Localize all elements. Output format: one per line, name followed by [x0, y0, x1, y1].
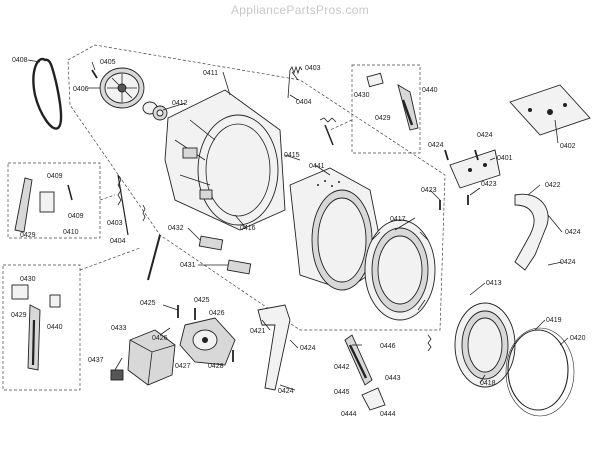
label-0413: 0413 [486, 280, 502, 287]
heater [226, 259, 252, 275]
label-0403-top: 0403 [305, 65, 321, 72]
balance-weight [514, 193, 549, 271]
screw-0424b [474, 149, 479, 161]
label-0426-a: 0426 [209, 310, 225, 317]
label-0426-b: 0426 [152, 335, 168, 342]
label-0437: 0437 [88, 357, 104, 364]
label-0415: 0415 [284, 152, 300, 159]
leader-lines [27, 59, 569, 391]
drive-belt [32, 57, 63, 130]
label-0418: 0418 [480, 380, 496, 387]
heater-bracket [198, 235, 224, 251]
label-0430-top: 0430 [354, 92, 370, 99]
clamp-0420 [505, 327, 575, 417]
damper-top-right [366, 72, 419, 131]
clamp-0419 [507, 329, 569, 411]
label-0429-top: 0429 [375, 115, 391, 122]
leader-dash-1 [99, 194, 116, 201]
label-0409-a: 0409 [47, 173, 63, 180]
label-0433: 0433 [111, 325, 127, 332]
hook-0415 [319, 117, 337, 123]
label-0419: 0419 [546, 317, 562, 324]
label-0442: 0442 [334, 364, 350, 371]
label-0441: 0441 [309, 163, 325, 170]
rear-tub [164, 89, 286, 231]
label-0424-e: 0424 [300, 345, 316, 352]
motor [179, 317, 236, 366]
upper-damper-box [351, 64, 421, 154]
leader-dash-3 [329, 119, 353, 131]
label-0423-b: 0423 [481, 181, 497, 188]
label-0440-top: 0440 [422, 87, 438, 94]
label-0424-a: 0424 [477, 132, 493, 139]
top-bracket [449, 149, 501, 189]
label-0446: 0446 [380, 343, 396, 350]
drum-assembly-outline [67, 44, 446, 331]
label-0404-top: 0404 [296, 99, 312, 106]
label-0401: 0401 [497, 155, 513, 162]
label-0428: 0428 [208, 363, 224, 370]
bracket-plate [509, 84, 591, 136]
label-0404-left: 0404 [110, 238, 126, 245]
inner-drum [289, 167, 386, 291]
spring-top [289, 65, 303, 75]
label-0432: 0432 [168, 225, 184, 232]
screw-0424a [444, 149, 449, 161]
label-0440-lower: 0440 [47, 324, 63, 331]
watermark: AppliancePartsPros.com [231, 3, 369, 17]
label-0408: 0408 [12, 57, 28, 64]
label-0431: 0431 [180, 262, 196, 269]
spring-left-2 [142, 204, 146, 222]
label-0424-c: 0424 [565, 229, 581, 236]
left-damper-box [7, 162, 101, 239]
label-0422: 0422 [545, 182, 561, 189]
label-0416: 0416 [240, 225, 256, 232]
label-0402: 0402 [560, 143, 576, 150]
door-gasket [454, 302, 516, 388]
spring-0424f [427, 334, 432, 352]
label-0445: 0445 [334, 389, 350, 396]
bearing [142, 101, 168, 121]
spring-left-rod [117, 174, 129, 236]
label-0410: 0410 [63, 229, 79, 236]
label-0443: 0443 [385, 375, 401, 382]
bracket-0421 [257, 304, 291, 391]
label-0429-lower: 0429 [11, 312, 27, 319]
label-0421: 0421 [250, 328, 266, 335]
spring-rod [287, 69, 291, 99]
label-0417: 0417 [390, 216, 406, 223]
bolt-0405 [91, 69, 98, 79]
label-0420: 0420 [570, 335, 586, 342]
label-0403-left: 0403 [107, 220, 123, 227]
drum-pulley [99, 67, 145, 109]
hook-rod [324, 124, 334, 146]
label-0425-a: 0425 [140, 300, 156, 307]
callout-labels: 0408 0405 0406 0411 0412 0403 0404 0430 … [11, 57, 586, 418]
label-0423-a: 0423 [421, 187, 437, 194]
lower-damper-box [2, 264, 81, 391]
damper-bottom [344, 334, 386, 411]
damper-left [14, 177, 73, 233]
label-0424-b: 0424 [428, 142, 444, 149]
label-0405: 0405 [100, 59, 116, 66]
inverter-module [127, 329, 176, 386]
rod-0404b [147, 234, 161, 281]
label-0406: 0406 [73, 86, 89, 93]
damper-lower [11, 284, 61, 371]
label-0409-b: 0409 [68, 213, 84, 220]
label-0425-b: 0425 [194, 297, 210, 304]
label-0411: 0411 [203, 70, 218, 77]
label-0444-b: 0444 [380, 411, 396, 418]
connector-0437 [110, 369, 124, 381]
label-0444-a: 0444 [341, 411, 357, 418]
label-0424-d: 0424 [560, 259, 576, 266]
label-0424-f: 0424 [278, 388, 294, 395]
label-0430-lower: 0430 [20, 276, 36, 283]
label-0412: 0412 [172, 100, 188, 107]
leader-dash-2 [79, 247, 141, 271]
label-0427: 0427 [175, 363, 191, 370]
label-0429-left: 0429 [20, 232, 36, 239]
front-tub [364, 219, 436, 321]
